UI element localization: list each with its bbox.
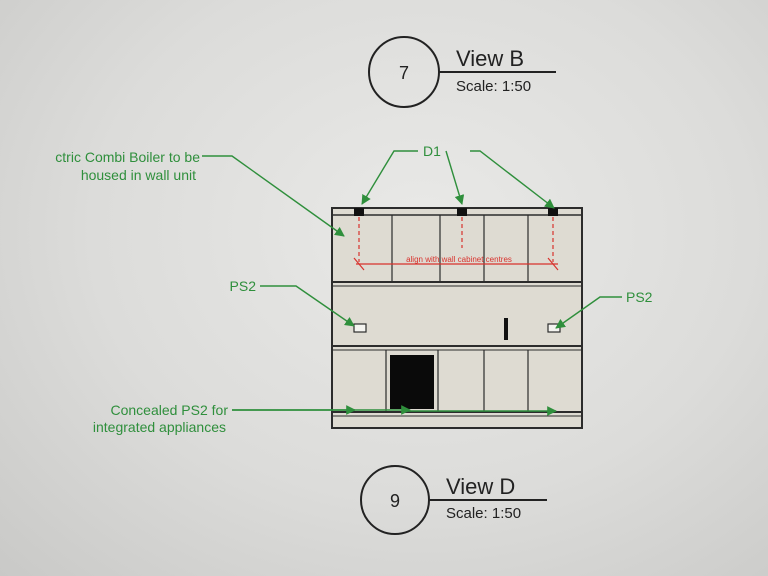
integrated-oven <box>390 355 434 409</box>
align-note: align with wall cabinet centres <box>406 255 512 264</box>
ps2-socket-right <box>547 323 561 333</box>
d1-light-2 <box>457 208 467 216</box>
wall-cabinets <box>391 215 529 282</box>
view-d-callout: 9 View D Scale: 1:50 <box>360 465 547 535</box>
view-b-scale: Scale: 1:50 <box>456 78 531 95</box>
ps2-label-left: PS2 <box>230 278 257 294</box>
ps2-label-right: PS2 <box>626 289 653 305</box>
d1-light-1 <box>354 208 364 216</box>
view-b-title: View B <box>456 46 524 71</box>
view-b-number: 7 <box>399 63 409 83</box>
d1-light-3 <box>548 208 558 216</box>
concealed-note-line-2: integrated appliances <box>93 419 226 435</box>
elevation-frame <box>331 207 583 429</box>
ps2-socket-left <box>353 323 367 333</box>
boiler-note-line-2: housed in wall unit <box>81 167 196 183</box>
kitchen-elevation <box>331 207 583 429</box>
tap-marker <box>504 318 508 340</box>
view-d-title: View D <box>446 474 515 499</box>
d1-label: D1 <box>423 143 441 159</box>
annotation-leaders <box>202 150 622 416</box>
boiler-note-line-1: ctric Combi Boiler to be <box>55 149 200 165</box>
view-b-callout: 7 View B Scale: 1:50 <box>368 36 556 108</box>
alignment-dimension <box>353 217 559 271</box>
view-d-number: 9 <box>390 491 400 511</box>
base-cabinets <box>385 350 529 412</box>
view-d-scale: Scale: 1:50 <box>446 505 521 522</box>
concealed-note-line-1: Concealed PS2 for <box>110 402 228 418</box>
